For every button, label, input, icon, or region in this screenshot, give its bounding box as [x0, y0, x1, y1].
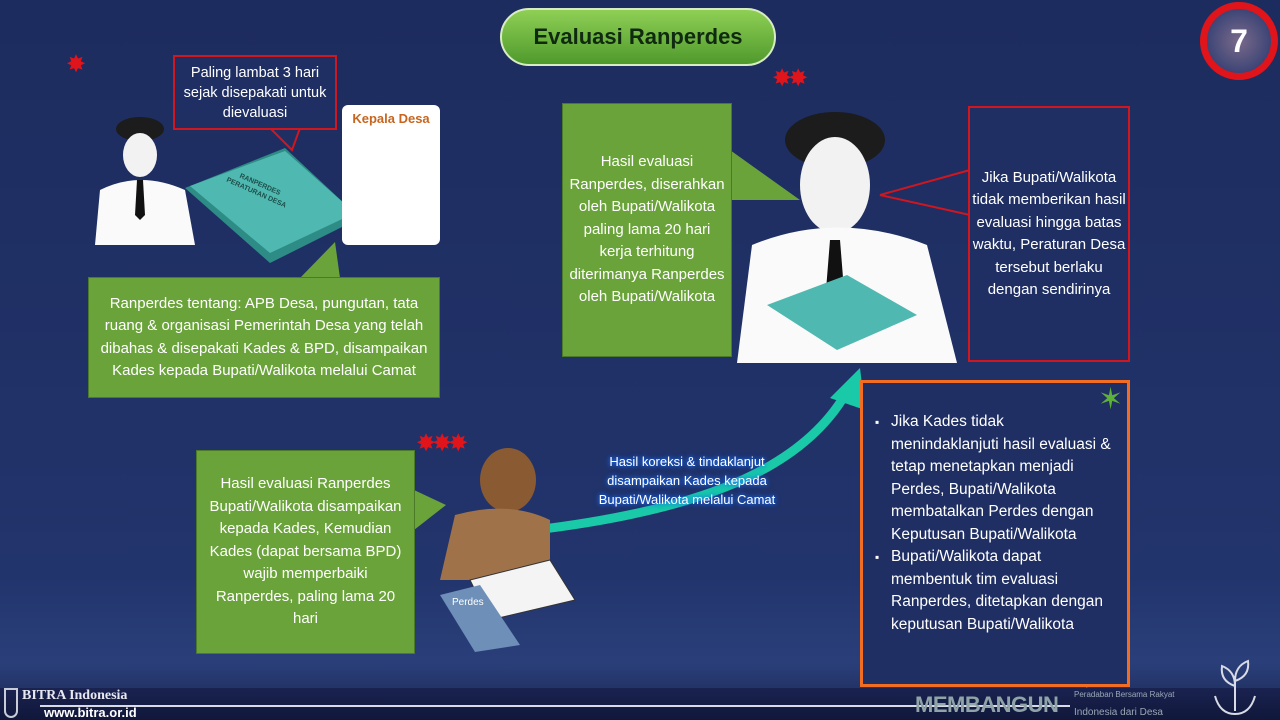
- kades-figure: [440, 448, 576, 652]
- notes-box: Jika Kades tidak menindaklanjuti hasil e…: [860, 380, 1130, 687]
- star-icon: ✸: [66, 51, 86, 78]
- slogan-top: Peradaban Bersama Rakyat: [1074, 690, 1175, 699]
- slide-number-badge: 7: [1200, 2, 1278, 80]
- bupati-figure: [737, 112, 957, 363]
- plant-hands-icon: [1214, 659, 1256, 716]
- default-validity-callout: Jika Bupati/Walikota tidak memberikan ha…: [968, 106, 1130, 362]
- star-icon: ✸✸✸: [416, 430, 468, 457]
- step2-text: Hasil evaluasi Ranperdes, diserahkan ole…: [562, 103, 732, 357]
- star-icon: ✶: [1098, 383, 1124, 416]
- step1-text: Ranperdes tentang: APB Desa, pungutan, t…: [88, 277, 440, 398]
- note-item: Bupati/Walikota dapat membentuk tim eval…: [875, 546, 1115, 636]
- slogan-main: MEMBANGUN: [915, 692, 1059, 717]
- slide-title: Evaluasi Ranperdes: [500, 8, 776, 66]
- slogan-bottom: Indonesia dari Desa: [1074, 707, 1163, 718]
- footer-org: BITRA Indonesia: [22, 688, 128, 703]
- footer-url: www.bitra.or.id: [44, 705, 137, 720]
- footer-divider: [40, 705, 1070, 707]
- deadline-callout: Paling lambat 3 hari sejak disepakati un…: [173, 55, 337, 130]
- step3-text: Hasil evaluasi Ranperdes Bupati/Walikota…: [196, 450, 415, 654]
- note-item: Jika Kades tidak menindaklanjuti hasil e…: [875, 411, 1115, 546]
- footer: [0, 688, 1280, 720]
- ranperdes-book-icon: [185, 148, 360, 263]
- star-icon: ✸✸: [772, 65, 808, 92]
- kepala-desa-card: Kepala Desa: [342, 105, 440, 245]
- perdes-book-label: Perdes: [452, 597, 484, 608]
- bitra-logo-icon: [4, 688, 18, 718]
- arrow-label: Hasil koreksi & tindaklanjut disampaikan…: [598, 454, 776, 507]
- regent-figure: [95, 117, 195, 245]
